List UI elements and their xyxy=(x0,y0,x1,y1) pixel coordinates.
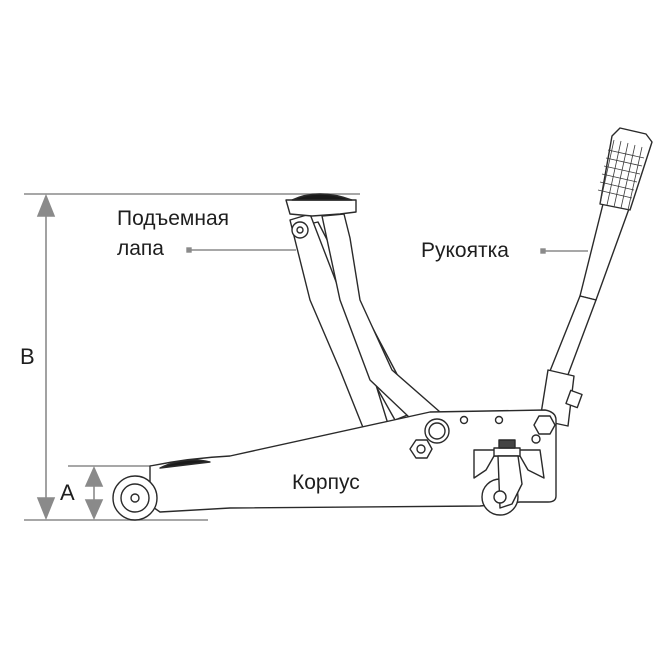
dimension-label-a: A xyxy=(60,480,75,505)
jack-body xyxy=(112,127,653,521)
dimension-label-b: B xyxy=(20,344,35,369)
label-lift-arm-line1: Подъемная xyxy=(117,207,229,230)
label-lift-arm-line2: лапа xyxy=(117,237,164,260)
dimension-lines xyxy=(24,193,360,521)
label-handle: Рукоятка xyxy=(421,239,509,262)
leader-lines xyxy=(186,247,588,254)
label-body: Корпус xyxy=(292,471,360,494)
